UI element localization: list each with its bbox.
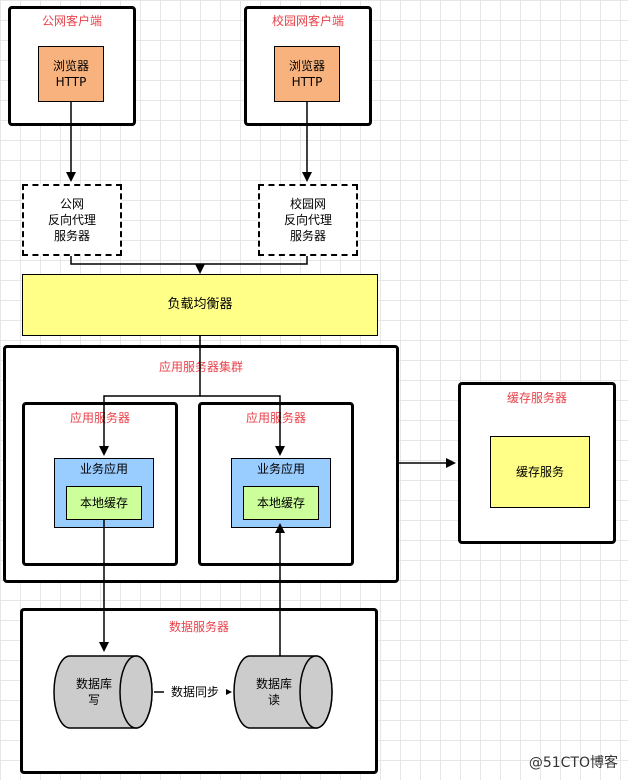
campus-client-title: 校园网客户端 <box>271 14 344 28</box>
app-server-2-title: 应用服务器 <box>245 411 306 425</box>
public-browser: 浏览器 HTTP <box>38 46 104 102</box>
app-cluster-title: 应用服务器集群 <box>158 360 243 374</box>
public-client-box: 公网客户端 <box>8 6 136 126</box>
public-client-title: 公网客户端 <box>41 14 102 28</box>
db-write-label: 数据库 写 <box>75 677 112 707</box>
local-cache-2: 本地缓存 <box>243 486 319 520</box>
public-proxy: 公网 反向代理 服务器 <box>22 184 122 256</box>
watermark: @51CTO博客 <box>528 755 618 771</box>
cache-service: 缓存服务 <box>490 436 590 508</box>
load-balancer: 负载均衡器 <box>22 274 378 336</box>
campus-client-box: 校园网客户端 <box>244 6 372 126</box>
campus-proxy: 校园网 反向代理 服务器 <box>258 184 358 256</box>
app-server-1-title: 应用服务器 <box>69 411 130 425</box>
db-sync-label: 数据同步 <box>164 682 226 702</box>
business-app-2-label: 业务应用 <box>256 462 305 476</box>
campus-browser: 浏览器 HTTP <box>274 46 340 102</box>
business-app-1-label: 业务应用 <box>79 462 128 476</box>
db-read-label: 数据库 读 <box>255 677 292 707</box>
db-server-title: 数据服务器 <box>168 620 229 634</box>
cache-server-title: 缓存服务器 <box>506 391 567 405</box>
local-cache-1: 本地缓存 <box>66 486 142 520</box>
